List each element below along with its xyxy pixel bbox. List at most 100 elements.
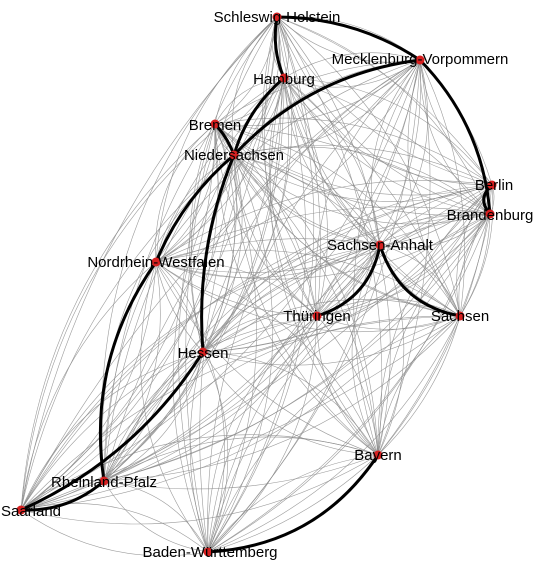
node-label-be: Berlin [475, 177, 513, 194]
weak-edge-st-rp [103, 244, 381, 482]
weak-edge-bb-by [377, 213, 491, 456]
weak-edge-mv-nw [155, 59, 421, 263]
weak-edge-nw-he [155, 261, 204, 353]
weak-edge-hh-st [283, 77, 381, 246]
node-label-hh: Hamburg [253, 71, 315, 88]
node-bw [203, 547, 213, 557]
weak-edge-bb-sl [20, 213, 491, 511]
weak-edge-st-bw [207, 244, 381, 553]
node-th [312, 311, 322, 321]
weak-edge-st-sn [379, 244, 461, 317]
weak-edge-bb-sn [458, 213, 491, 317]
weak-edge-bb-th [316, 213, 491, 317]
weak-edge-hh-nw [155, 77, 285, 263]
node-ni [229, 150, 239, 160]
node-be [487, 180, 497, 190]
weak-edge-sn-sl [20, 315, 461, 511]
weak-edge-hb-th [214, 123, 318, 317]
weak-edge-ni-th [233, 154, 318, 317]
weak-edge-sh-bw [178, 16, 278, 553]
node-nw [151, 257, 161, 267]
weak-edge-sh-bb [276, 16, 491, 215]
weak-edge-th-by [316, 315, 379, 456]
weak-edge-hh-bw [199, 77, 285, 553]
weak-edge-hb-bb [214, 123, 491, 215]
weak-edge-nw-th [155, 260, 318, 317]
node-label-by: Bayern [354, 447, 402, 464]
weak-edge-mv-bw [207, 59, 421, 553]
weak-edge-hb-rp [103, 123, 219, 482]
strong-edge-by-bw [207, 454, 380, 554]
weak-edge-sl-bw [20, 503, 209, 553]
weak-edge-ni-sn [233, 154, 461, 317]
weak-edge-mv-st [371, 59, 421, 246]
weak-edge-hh-be [283, 77, 493, 186]
weak-edge-nw-bw [140, 261, 209, 553]
node-label-ni: Niedersachsen [184, 147, 284, 164]
weak-edge-mv-rp [103, 59, 421, 482]
weak-edge-hb-sl [20, 123, 216, 511]
weak-edge-ni-sl [20, 154, 235, 511]
weak-edge-he-by [202, 351, 379, 456]
weak-edge-rp-sl [20, 480, 105, 511]
weak-edge-ni-he [202, 154, 243, 353]
weak-edge-hb-bw [185, 123, 216, 553]
weak-edge-he-bw [202, 351, 229, 553]
weak-edge-sn-by [377, 315, 461, 456]
weak-edge-st-by [377, 244, 405, 456]
strong-edge-sh-hh [273, 16, 286, 79]
weak-edge-sh-sn [276, 16, 461, 317]
weak-edge-sh-by [264, 16, 379, 456]
weak-edge-hb-bb [214, 123, 491, 216]
node-bb [485, 209, 495, 219]
strong-edge-ni-nw [154, 153, 235, 263]
node-st [375, 240, 385, 250]
weak-edge-sh-he [189, 16, 278, 353]
node-label-rp: Rheinland-Pfalz [51, 474, 157, 491]
weak-edge-be-nw [155, 180, 493, 263]
weak-edge-ni-st [233, 154, 381, 246]
weak-edge-hb-th [214, 123, 318, 317]
weak-edge-by-bw [207, 454, 379, 553]
weak-edge-ni-bw [172, 154, 235, 553]
weak-edge-sn-rp [103, 315, 461, 482]
strong-edge-mv-bb [418, 58, 492, 215]
weak-edge-hb-nw [155, 123, 216, 263]
weak-edge-sn-he [202, 299, 461, 353]
weak-edge-be-st [379, 184, 493, 246]
weak-edge-mv-by [353, 59, 421, 456]
weak-edge-sn-sl [20, 315, 461, 511]
weak-edge-sn-by [377, 315, 461, 456]
weak-edge-sh-sl [20, 16, 278, 511]
strong-edge-hh-ni [232, 76, 285, 156]
weak-edge-bb-sl [20, 213, 491, 511]
weak-edge-ni-bb [233, 146, 491, 215]
weak-edge-bb-nw [155, 213, 491, 280]
weak-edge-nw-rp [103, 261, 157, 482]
weak-edge-bb-rp [103, 213, 491, 482]
weak-edge-ni-bw [207, 154, 274, 553]
node-he [198, 347, 208, 357]
weak-edge-he-by [202, 351, 379, 456]
node-mv [415, 55, 425, 65]
node-rp [99, 476, 109, 486]
weak-edge-st-by [351, 244, 381, 456]
weak-edge-ni-nw [155, 154, 235, 263]
weak-edge-bb-by [377, 213, 491, 456]
weak-edge-sn-rp [103, 315, 461, 482]
weak-edge-be-by [377, 184, 493, 456]
weak-edge-th-he [202, 315, 318, 355]
node-label-nw: Nordrhein-Westfalen [87, 254, 224, 271]
weak-edge-th-bw [207, 315, 318, 553]
strong-edge-mv-ni [232, 58, 421, 157]
weak-edge-bb-bw [207, 213, 491, 553]
weak-edge-sh-bb [276, 16, 491, 215]
weak-edge-hb-be [214, 117, 493, 186]
weak-edge-sn-bw [207, 315, 461, 553]
weak-edge-be-sl [20, 184, 493, 511]
strong-edge-st-sn [378, 244, 461, 318]
weak-edge-mv-by [377, 59, 431, 456]
weak-edge-hh-th [268, 77, 318, 317]
weak-edge-sl-bw [20, 509, 209, 557]
